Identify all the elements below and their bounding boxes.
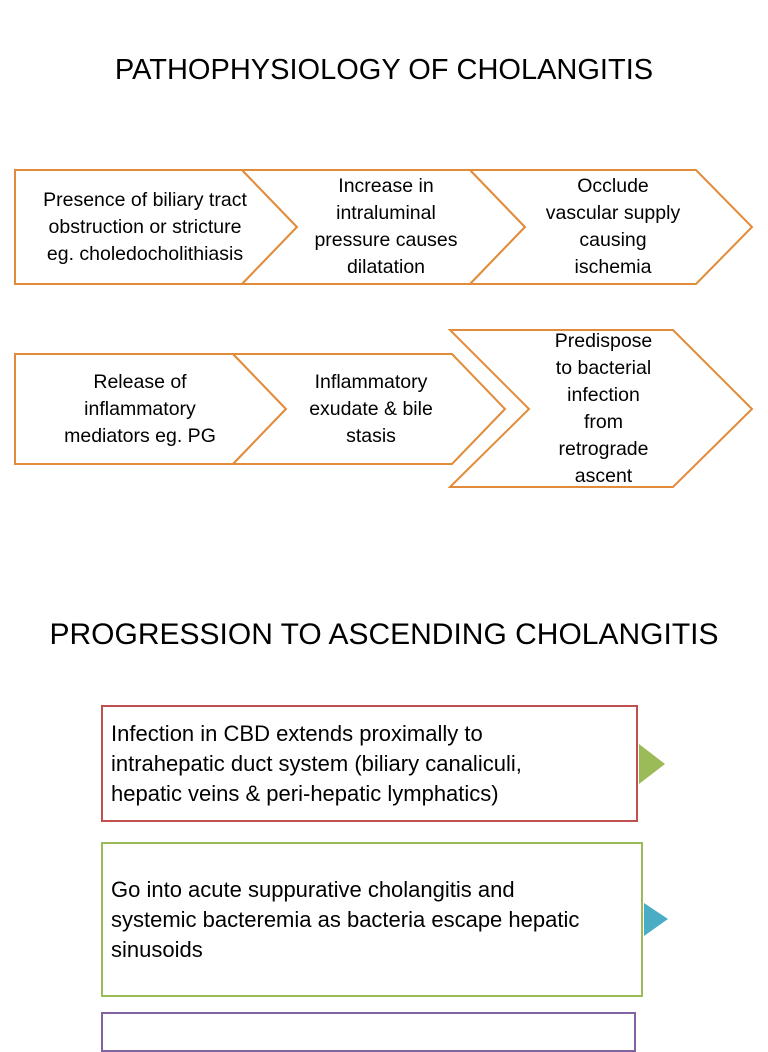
arrow-right-blue-icon (644, 903, 668, 936)
chevron-r1-3 (467, 169, 754, 285)
section-title-progression: PROGRESSION TO ASCENDING CHOLANGITIS (49, 618, 719, 651)
chevron-r2-2 (230, 353, 507, 465)
page-title-pathophysiology: PATHOPHYSIOLOGY OF CHOLANGITIS (114, 54, 654, 86)
progression-step-3 (101, 1012, 636, 1052)
step-intraluminal-pressure: Increase in intraluminal pressure causes… (314, 175, 458, 278)
step-biliary-obstruction: Presence of biliary tract obstruction or… (43, 188, 247, 265)
step-occlude-vascular-supply: Occlude vascular supply causing ischemia (545, 175, 681, 278)
step-inflammatory-mediators: Release of inflammatory mediators eg. PG (64, 370, 216, 447)
arrow-right-green-icon (639, 744, 665, 784)
diagram-shapes (14, 169, 754, 936)
step-inflammatory-exudate: Inflammatory exudate & bile stasis (309, 370, 433, 447)
step-bacterial-infection: Predispose to bacterial infection from r… (554, 329, 653, 487)
chevron-r2-3 (447, 329, 754, 488)
progression-step-2: Go into acute suppurative cholangitis an… (101, 842, 643, 997)
progression-step-1: Infection in CBD extends proximally to i… (101, 705, 638, 822)
